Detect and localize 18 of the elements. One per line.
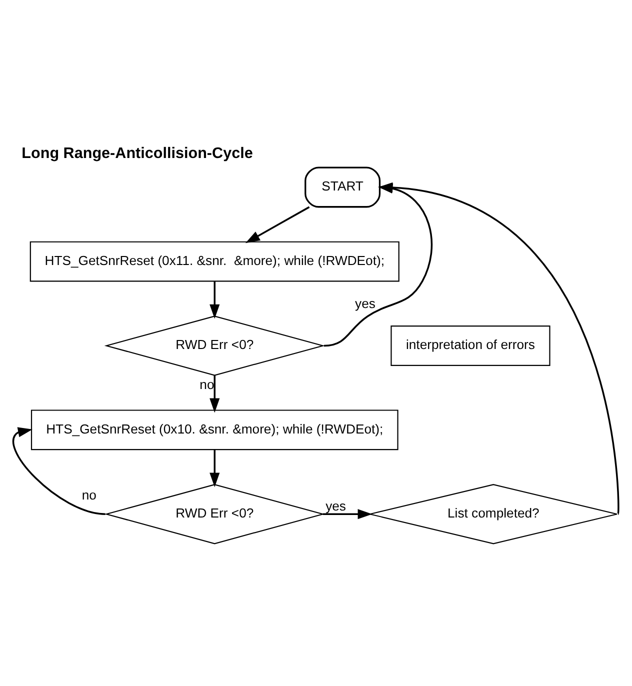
node-box: interpretation of errors: [390, 326, 550, 366]
node-diamond: RWD Err <0?: [104, 484, 325, 544]
node-box: HTS_GetSnrReset (0x11. &snr. &more); while (!RWDEot);: [30, 241, 400, 282]
diagram-title: Long Range-Anticollision-Cycle: [22, 144, 253, 162]
arrow: [210, 376, 220, 413]
arrow: [210, 281, 220, 319]
edge-label: yes: [326, 498, 346, 514]
edge-label: yes: [355, 296, 376, 311]
arrow: [210, 450, 220, 488]
node-diamond: List completed?: [369, 484, 618, 544]
node-box: START: [304, 166, 381, 208]
arrow: [245, 206, 310, 244]
node-diamond: RWD Err <0?: [104, 316, 325, 376]
edge-label: no: [82, 488, 96, 503]
edge-label: no: [200, 376, 214, 392]
arrow: [323, 509, 372, 520]
arrow: [12, 427, 106, 515]
node-box: HTS_GetSnrReset (0x10. &snr. &more); while (!RWDEot);: [30, 410, 398, 450]
